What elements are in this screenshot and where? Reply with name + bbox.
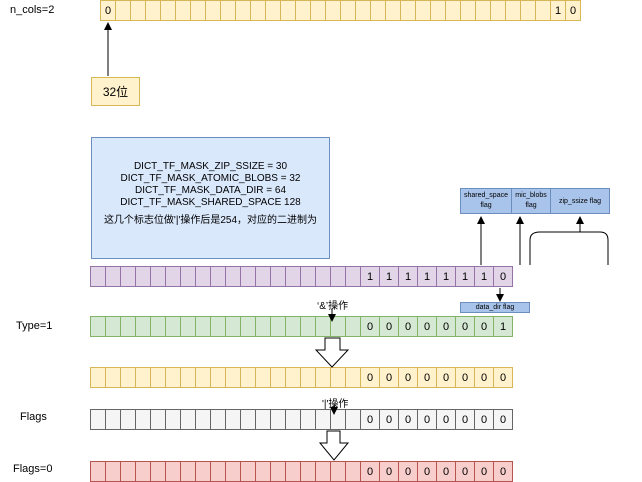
bit-width-box: 32位 (91, 77, 140, 106)
mask-line-zip-ssize: DICT_TF_MASK_ZIP_SSIZE = 30 (133, 161, 288, 172)
data-dir-flag-box: data_dir flag (460, 302, 530, 313)
flags-label: Flags (20, 411, 47, 423)
bit-cell: 1 (493, 316, 513, 337)
atomic-blobs-flag-box: mic_blobs flag (511, 188, 551, 214)
atomic-blobs-flag-line1: mic_blobs (515, 192, 547, 199)
or-result-down-arrow (318, 430, 350, 461)
bit-cell: 0 (493, 367, 513, 388)
bit-cell: 0 (436, 409, 456, 430)
mask-note: 这几个标志位做'|'操作后是254，对应的二进制为 (103, 215, 318, 226)
data-dir-flag-text: data_dir flag (475, 304, 515, 311)
shared-space-flag-line2: flag (480, 202, 492, 209)
type-label: Type=1 (16, 320, 53, 332)
mask-line-atomic-blobs: DICT_TF_MASK_ATOMIC_BLOBS = 32 (120, 173, 301, 184)
bit-cell: 0 (398, 367, 418, 388)
bit-cell: 0 (565, 0, 581, 21)
zip-ssize-flag-text: zip_ssize flag (558, 198, 602, 205)
mask-definition-box: DICT_TF_MASK_ZIP_SSIZE = 30 DICT_TF_MASK… (91, 137, 330, 259)
shared-space-flag-line1: shared_space (464, 192, 508, 199)
mask-line-shared-space: DICT_TF_MASK_SHARED_SPACE 128 (120, 197, 301, 208)
mask-line-data-dir: DICT_TF_MASK_DATA_DIR = 64 (134, 185, 287, 196)
flags-zero-label: Flags=0 (13, 463, 53, 475)
bit-cell: 0 (474, 316, 494, 337)
bit-cell: 0 (493, 409, 513, 430)
and-operator-label: ‘&’操作 (317, 301, 349, 312)
or-operator-label: '|'操作 (322, 399, 349, 410)
bit-cell: 1 (379, 266, 399, 287)
bit-cell: 0 (493, 266, 513, 287)
n-cols-label: n_cols=2 (10, 4, 55, 16)
atomic-blobs-flag-line2: flag (525, 202, 537, 209)
zip-ssize-flag-box: zip_ssize flag (550, 188, 610, 214)
bit-cell: 0 (474, 409, 494, 430)
bit-width-text: 32位 (102, 85, 129, 99)
and-result-down-arrow (314, 337, 350, 368)
zip-ssize-bracket (529, 231, 609, 265)
